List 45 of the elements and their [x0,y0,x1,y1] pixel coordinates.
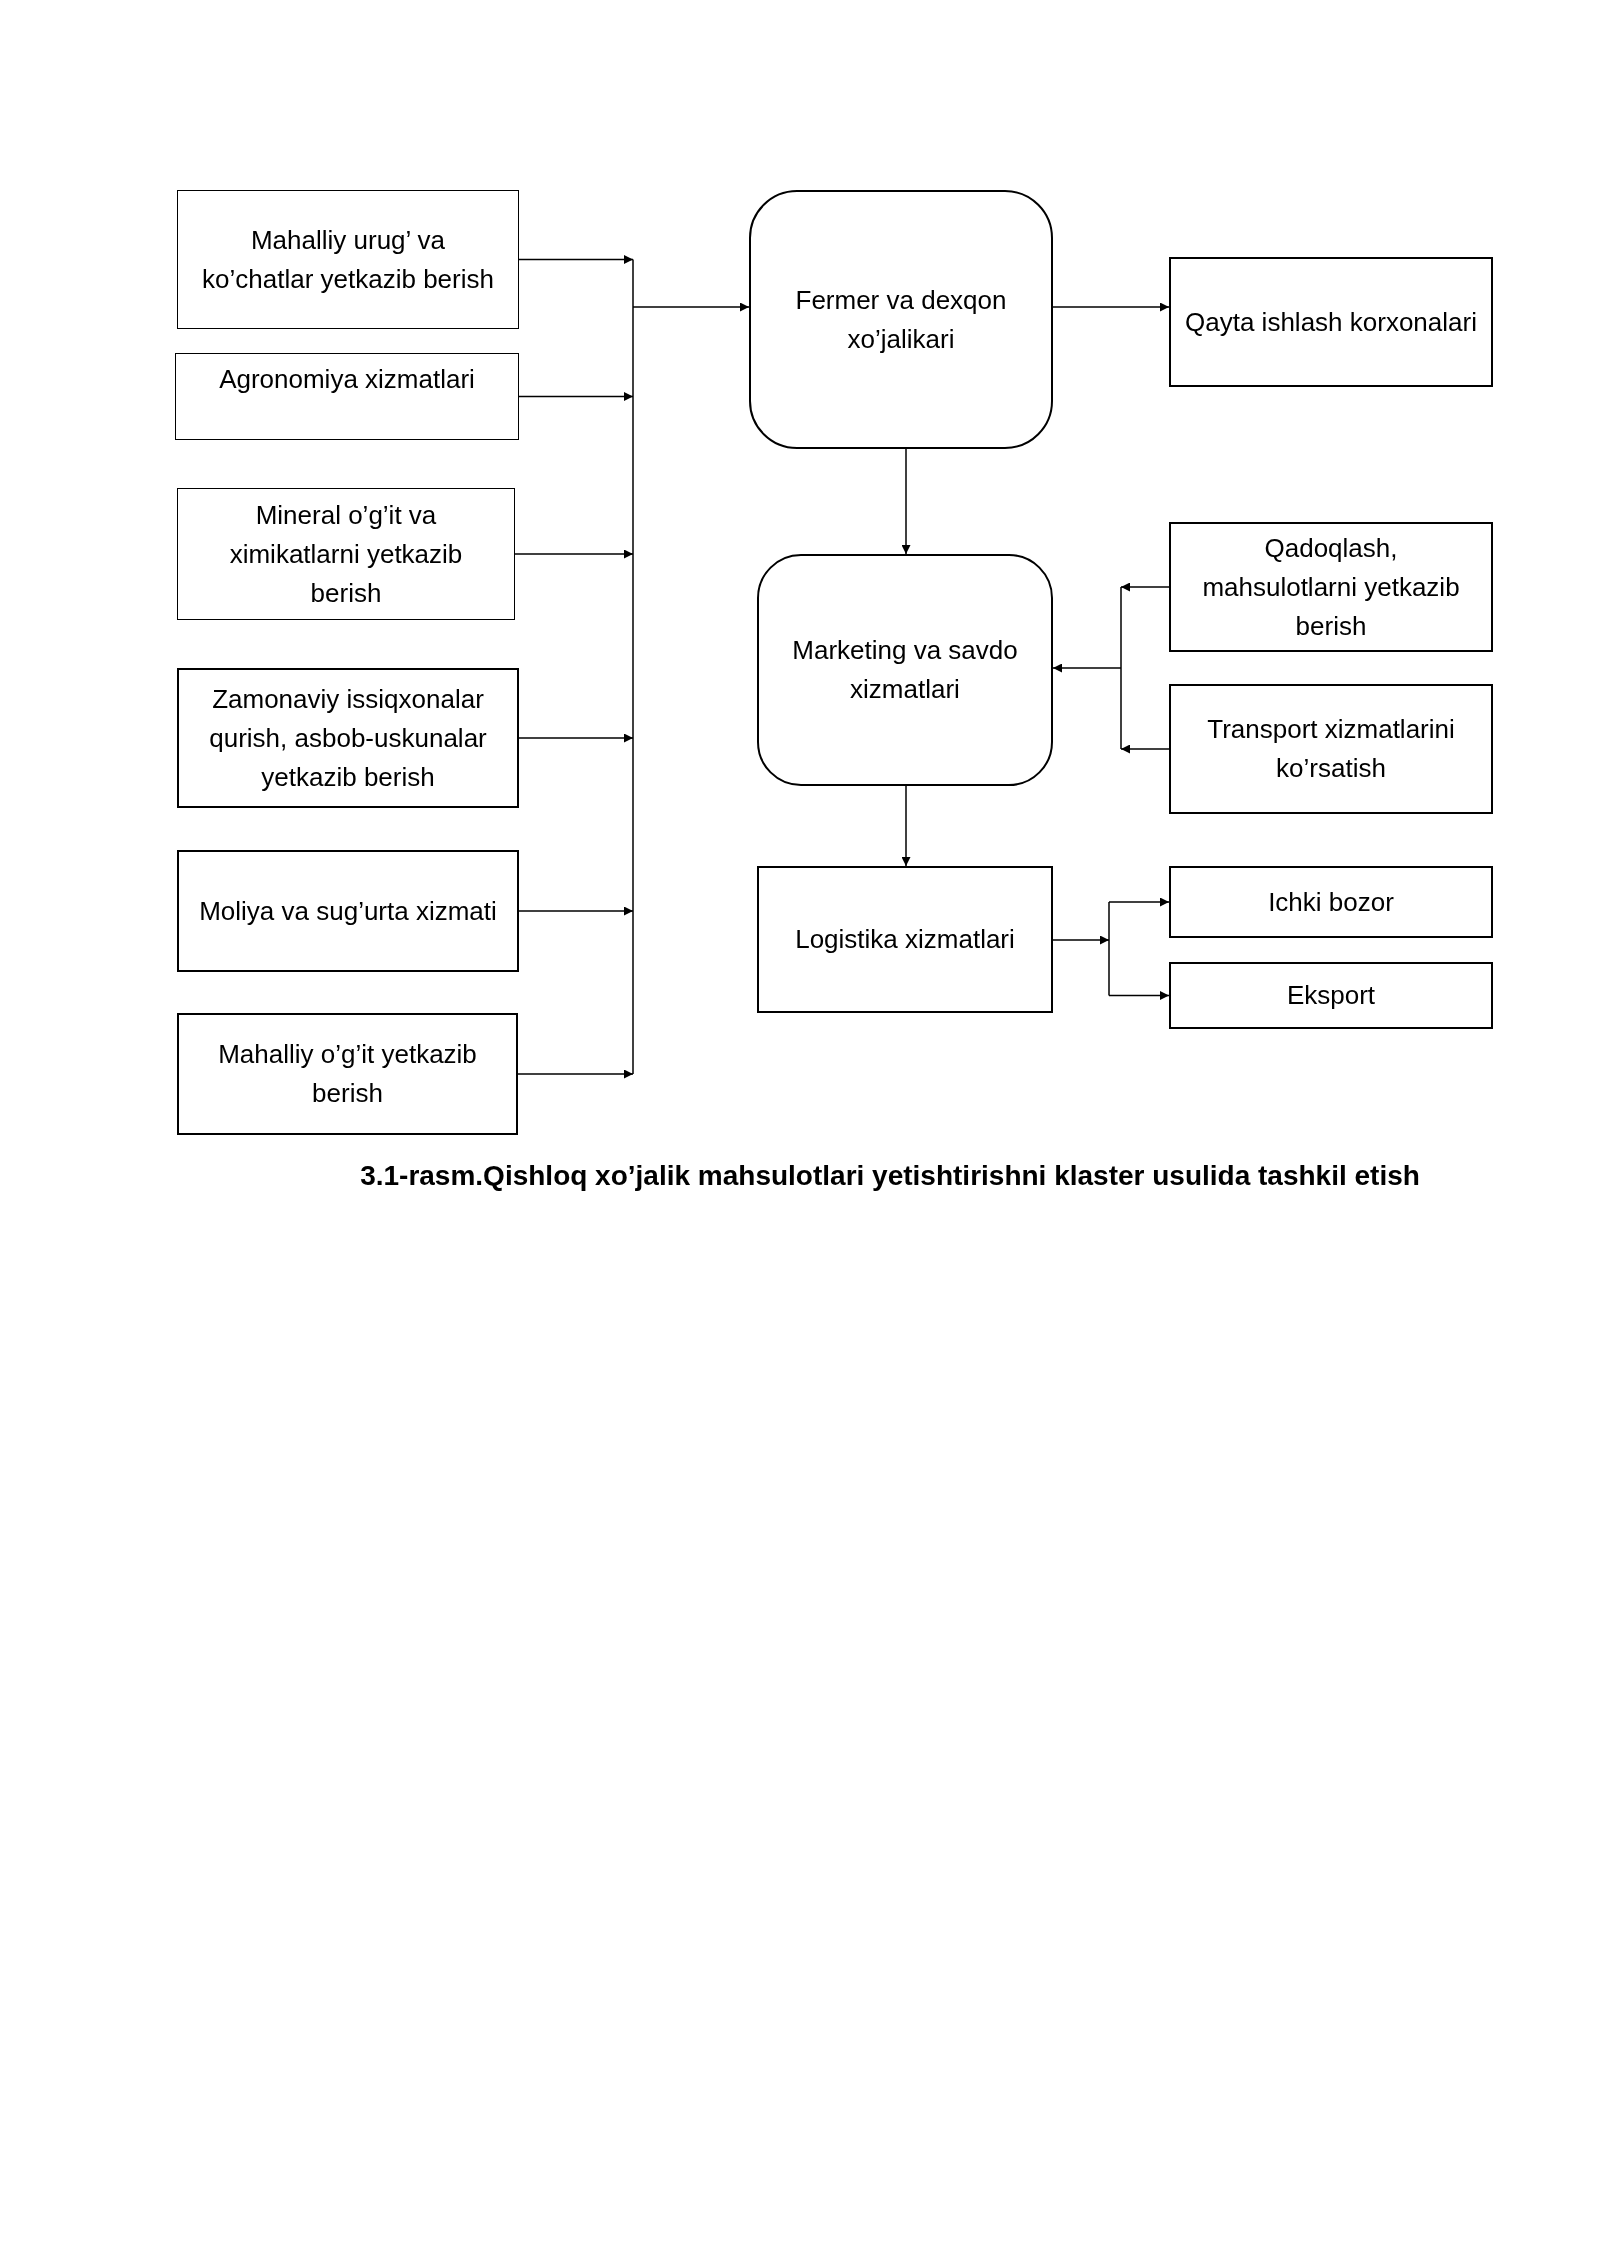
process-box [177,190,519,329]
process-box [175,353,519,440]
box-label: Ichki bozor [1268,885,1394,919]
arrow [1052,302,1170,312]
arrow [1120,744,1170,754]
box-label: Mineral o’g’it va ximikatlarni yetkazib berish [228,498,464,610]
box-label: Marketing va savdo xizmatlari [791,634,1019,706]
process-box [177,488,515,620]
process-box [1169,684,1493,814]
figure-caption: 3.1-rasm.Qishloq xo’jalik mahsulotlari yetishtirishni klaster usulida tashkil etish [359,1160,1421,1192]
arrow [1052,935,1110,945]
process-box [1169,257,1493,387]
box-label: Mahalliy o’g’it yetkazib berish [217,1038,478,1110]
box-label: Transport xizmatlarini ko’rsatish [1206,713,1456,785]
process-box [757,866,1053,1013]
arrow [1108,897,1170,907]
box-label: Mahalliy urug’ va ko’chatlar yetkazib berish [201,223,495,296]
box-label: Logistika xizmatlari [795,923,1015,956]
process-box [1169,522,1493,652]
box-label: Qayta ishlash korxonalari [1185,305,1477,339]
arrow [518,392,634,401]
arrow [632,302,750,312]
process-box [1169,962,1493,1029]
box-label: Zamonaviy issiqxonalar qurish, asbob-uskunalar yetkazib berish [208,682,488,794]
arrow [1052,663,1122,673]
arrow [518,255,634,264]
box-label: Qadoqlash, mahsulotlarni yetkazib berish [1201,531,1461,643]
box-label: Fermer va dexqon xo’jalikari [794,283,1008,356]
process-box [177,668,519,808]
box-label: Moliya va sug’urta xizmati [199,894,497,928]
process-box [177,1013,518,1135]
arrow [901,785,911,867]
arrow [518,906,634,916]
process-box [177,850,519,972]
box-label: Agronomiya xizmatlari [219,363,475,396]
rounded-process-box [749,190,1053,449]
box-label: Eksport [1286,979,1376,1012]
arrow [514,549,634,559]
rounded-process-box [757,554,1053,786]
arrow [517,1069,634,1079]
arrow [1108,991,1170,1000]
arrow [1120,582,1170,592]
arrow [901,448,911,555]
arrow [518,733,634,743]
process-box [1169,866,1493,938]
